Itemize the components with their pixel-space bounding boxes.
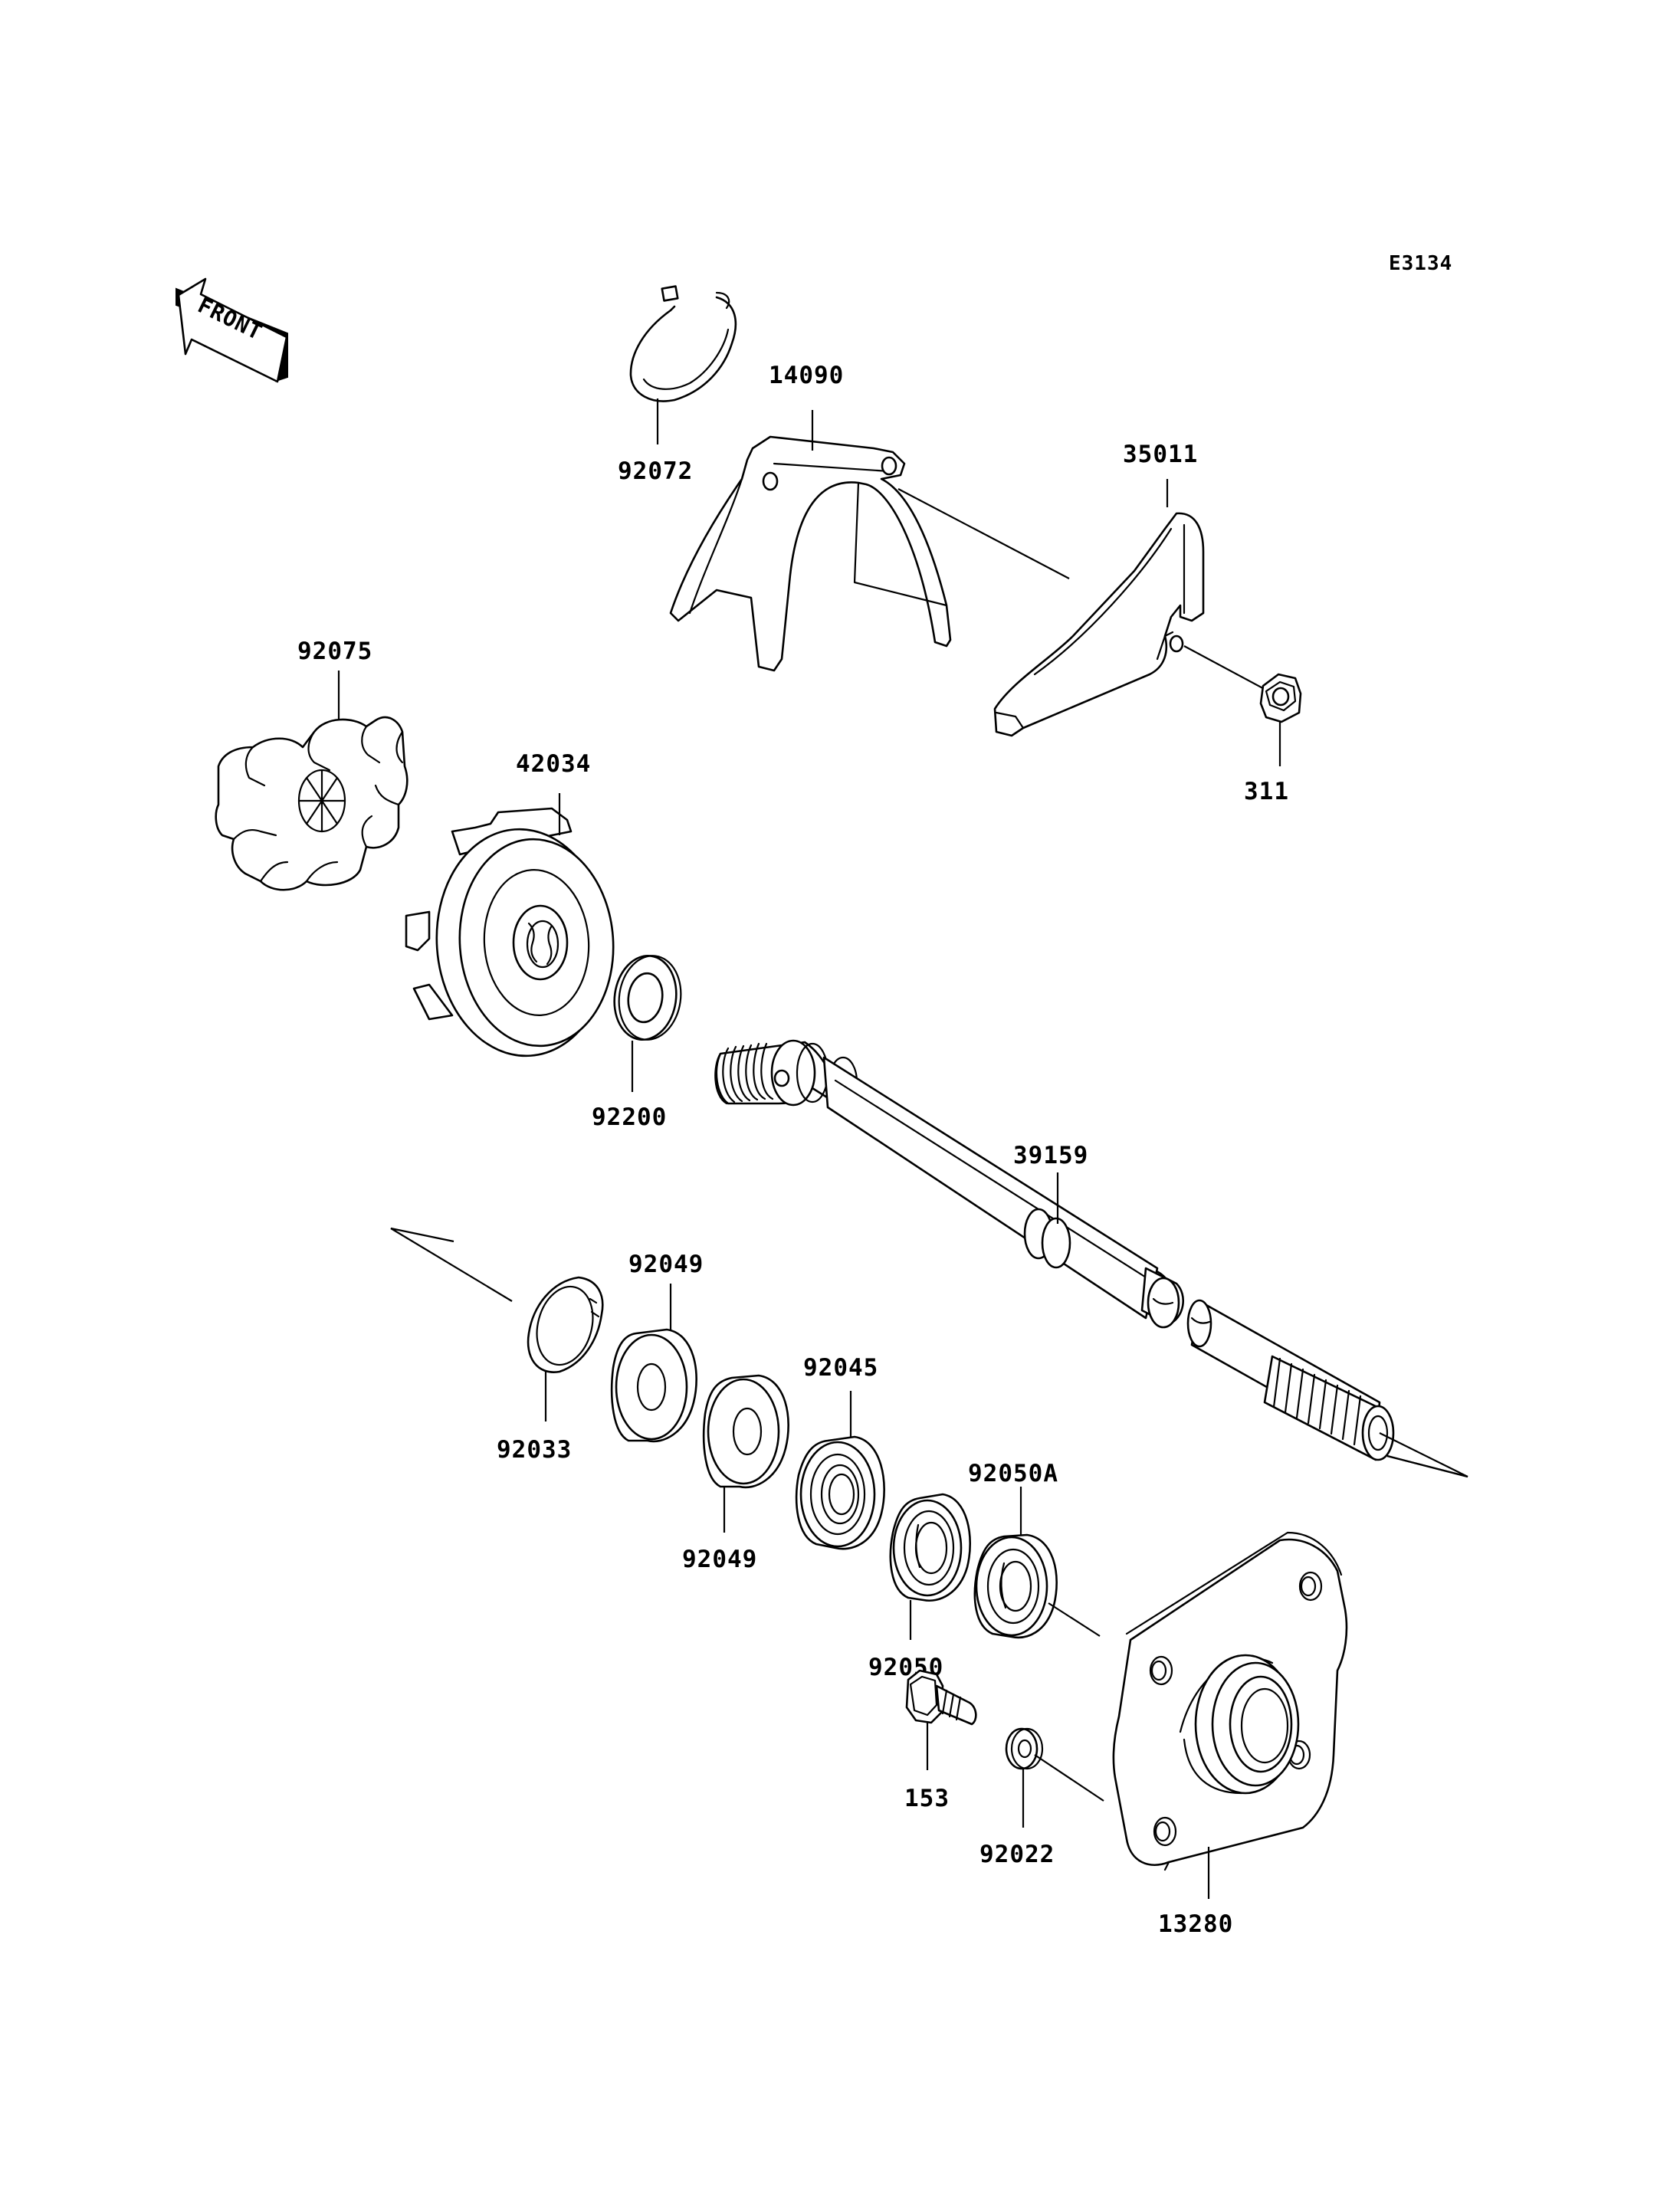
- part-92049-washer-upper: 92049: [610, 1251, 704, 1443]
- front-arrow-icon: FRONT: [176, 277, 288, 383]
- part-39159-shaft-spline: [1186, 1299, 1468, 1478]
- part-39159-shaft: 39159: [714, 1039, 1184, 1329]
- part-92045-bearing: 92045: [795, 1354, 885, 1550]
- part-35011-bracket: 35011: [993, 441, 1269, 737]
- guide-line-left: [390, 1227, 513, 1302]
- label-42034: 42034: [516, 750, 591, 778]
- part-92050A-seal: 92050A: [968, 1460, 1101, 1639]
- part-92050-seal: 92050: [868, 1493, 972, 1681]
- label-13280: 13280: [1158, 1910, 1233, 1938]
- label-39159: 39159: [1013, 1142, 1088, 1169]
- label-92075: 92075: [297, 638, 372, 665]
- label-153: 153: [904, 1785, 950, 1812]
- label-92072: 92072: [618, 457, 693, 485]
- part-153-bolt: 153: [904, 1669, 977, 1812]
- part-92033-circlip: 92033: [497, 1276, 604, 1464]
- part-311-nut: 311: [1244, 673, 1302, 805]
- label-92050A: 92050A: [968, 1460, 1058, 1487]
- diagram-code: E3134: [1389, 252, 1452, 275]
- part-92075-damper: 92075: [215, 638, 409, 891]
- label-92022: 92022: [979, 1841, 1055, 1868]
- label-92049-lower: 92049: [682, 1546, 757, 1573]
- part-92049-washer-lower: 92049: [682, 1374, 789, 1573]
- label-35011: 35011: [1123, 441, 1198, 468]
- part-92072-clamp: 92072: [618, 285, 737, 485]
- label-92033: 92033: [497, 1436, 572, 1464]
- label-92200: 92200: [592, 1103, 667, 1131]
- label-92049-upper: 92049: [628, 1251, 704, 1278]
- part-13280-cover: 13280: [1112, 1531, 1348, 1938]
- label-14090: 14090: [769, 362, 844, 389]
- part-42034-coupling: 42034: [405, 750, 615, 1058]
- part-14090-cover: 14090: [669, 362, 1070, 672]
- part-92200-washer: 92200: [592, 954, 682, 1131]
- label-311: 311: [1244, 778, 1289, 805]
- label-92045: 92045: [803, 1354, 878, 1382]
- part-92022-washer: 92022: [979, 1727, 1104, 1868]
